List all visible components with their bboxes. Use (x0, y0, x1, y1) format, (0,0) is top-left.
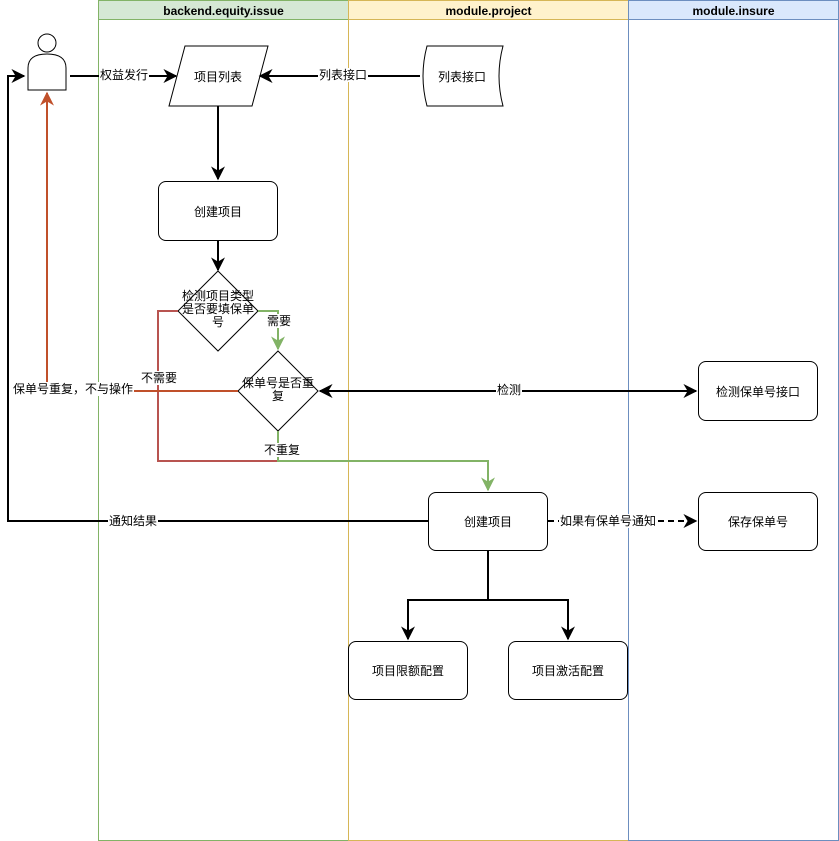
check-type-label: 检测项目类型是否要填保单号 (181, 289, 254, 329)
edge-duplicate-to-user (40, 91, 238, 392)
activate-config-node: 项目激活配置 (508, 641, 628, 700)
edge-not-duplicate (277, 431, 495, 492)
lane-header-module-insure: module.insure (628, 0, 839, 20)
edge-label-notify-result: 通知结果 (108, 514, 159, 528)
lane-header-module-project: module.project (348, 0, 629, 20)
edge-label-notify-if-policy: 如果有保单号通知 (559, 514, 658, 528)
edge-to-limit-config (401, 551, 489, 641)
edge-label-not-duplicate: 不重复 (263, 443, 302, 457)
save-policy-node: 保存保单号 (698, 492, 818, 551)
edge-label-no-need: 不需要 (140, 371, 179, 385)
create-project-node: 创建项目 (158, 181, 278, 241)
project-list-shape (168, 45, 269, 107)
edge-label-need: 需要 (266, 314, 293, 328)
create-project-node-2: 创建项目 (428, 492, 548, 551)
check-type-diamond (177, 270, 259, 352)
check-duplicate-label: 保单号是否重复 (241, 376, 314, 403)
limit-config-node: 项目限额配置 (348, 641, 468, 700)
user-icon (27, 33, 67, 91)
lane-header-backend-equity-issue: backend.equity.issue (98, 0, 349, 20)
edge-need (258, 310, 285, 351)
edge-label-check: 检测 (496, 383, 523, 397)
edge-notify-result (7, 69, 428, 522)
project-list-node: 项目列表 (193, 69, 242, 84)
check-policy-api-node: 检测保单号接口 (698, 361, 818, 421)
edge-label-equity-issue: 权益发行 (99, 68, 150, 82)
list-api-node: 列表接口 (437, 69, 486, 84)
edge-to-activate-config (488, 599, 575, 641)
edge-label-list-api: 列表接口 (318, 68, 369, 82)
edge-label-duplicate-no-op: 保单号重复，不与操作 (12, 382, 135, 396)
list-api-shape (422, 45, 504, 107)
